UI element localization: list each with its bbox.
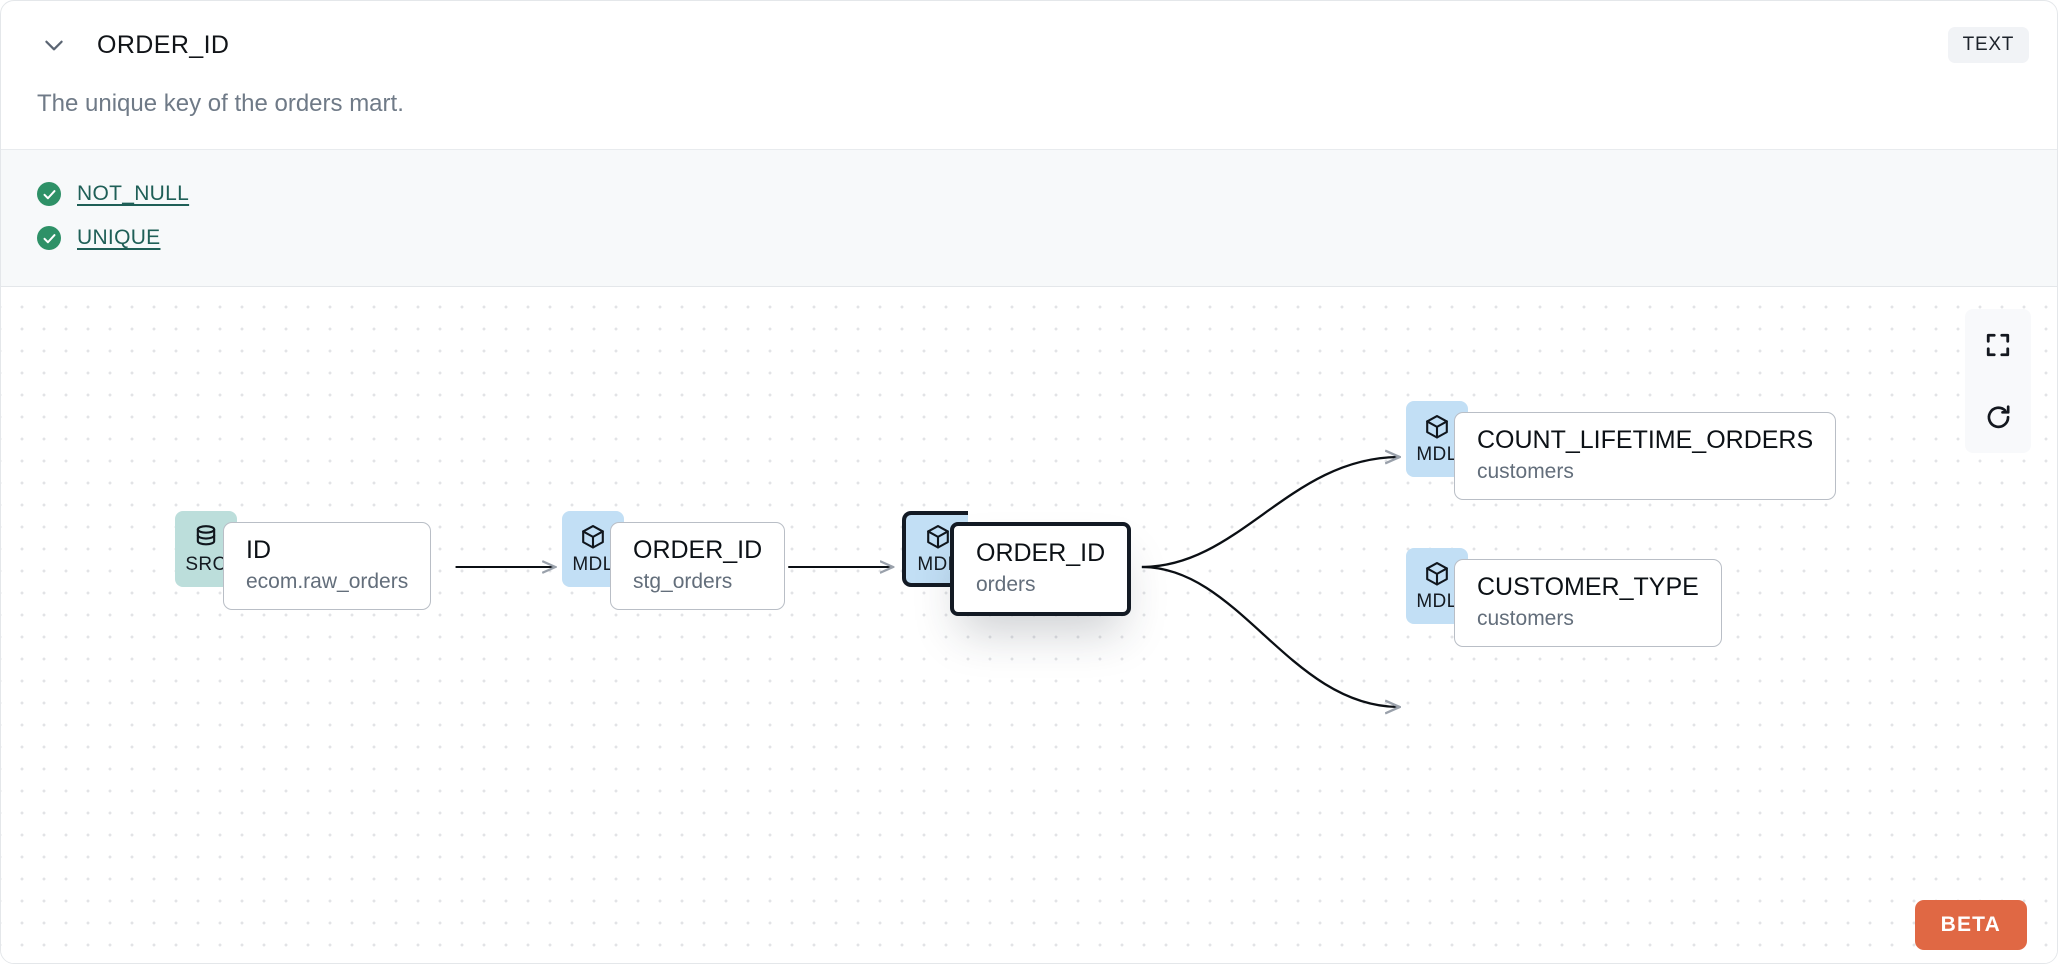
panel-header: ORDER_ID TEXT xyxy=(1,1,2057,89)
lineage-node-count-lifetime-orders[interactable]: MDL COUNT_LIFETIME_ORDERS customers xyxy=(1406,401,1837,500)
test-link-unique[interactable]: UNIQUE xyxy=(77,226,161,249)
lineage-node-src-id[interactable]: SRC ID ecom.raw_orders xyxy=(175,511,432,610)
lineage-node-orders-order-id[interactable]: MDL ORDER_ID orders xyxy=(902,511,1132,616)
node-badge-label: SRC xyxy=(185,554,227,575)
node-card[interactable]: ORDER_ID orders xyxy=(950,522,1132,616)
node-card[interactable]: COUNT_LIFETIME_ORDERS customers xyxy=(1454,412,1837,500)
edge-orders-to-customer-type xyxy=(1141,565,1400,707)
node-model-name: stg_orders xyxy=(633,569,733,593)
fit-screen-icon xyxy=(1985,332,2011,358)
node-column-name: COUNT_LIFETIME_ORDERS xyxy=(1477,426,1814,454)
lineage-node-stg-order-id[interactable]: MDL ORDER_ID stg_orders xyxy=(562,511,786,610)
fit-to-screen-button[interactable] xyxy=(1965,309,2031,381)
canvas-controls xyxy=(1965,309,2031,453)
lineage-graph-canvas[interactable]: SRC ID ecom.raw_orders MDL ORDE xyxy=(1,287,2057,964)
refresh-icon xyxy=(1985,404,2012,431)
node-badge-label: MDL xyxy=(1416,591,1458,612)
node-column-name: CUSTOMER_TYPE xyxy=(1477,573,1699,601)
test-row[interactable]: NOT_NULL xyxy=(37,172,2021,216)
node-badge-label: MDL xyxy=(572,554,614,575)
node-model-name: customers xyxy=(1477,606,1574,630)
check-circle-icon xyxy=(37,226,61,250)
node-model-name: orders xyxy=(976,572,1036,596)
column-type-badge: TEXT xyxy=(1947,27,2029,63)
node-column-name: ID xyxy=(246,536,271,564)
cube-icon xyxy=(1423,560,1451,588)
chevron-down-icon[interactable] xyxy=(37,28,71,62)
tests-section: NOT_NULL UNIQUE xyxy=(1,149,2057,287)
node-column-name: ORDER_ID xyxy=(633,536,763,564)
cube-icon xyxy=(579,523,607,551)
refresh-button[interactable] xyxy=(1965,381,2031,453)
edge-orders-to-count-lifetime-orders xyxy=(1141,457,1400,569)
test-row[interactable]: UNIQUE xyxy=(37,216,2021,260)
beta-badge[interactable]: BETA xyxy=(1914,900,2027,950)
column-description: The unique key of the orders mart. xyxy=(37,90,404,117)
node-badge-label: MDL xyxy=(917,554,959,575)
lineage-node-customer-type[interactable]: MDL CUSTOMER_TYPE customers xyxy=(1406,548,1722,647)
database-icon xyxy=(192,523,220,551)
cube-icon xyxy=(1423,413,1451,441)
node-source-name: ecom.raw_orders xyxy=(246,569,409,593)
check-circle-icon xyxy=(37,182,61,206)
node-card[interactable]: ORDER_ID stg_orders xyxy=(610,522,786,610)
lineage-edges xyxy=(455,287,2057,964)
page-title: ORDER_ID xyxy=(97,30,230,59)
node-card[interactable]: CUSTOMER_TYPE customers xyxy=(1454,559,1722,647)
node-card[interactable]: ID ecom.raw_orders xyxy=(223,522,432,610)
node-badge-label: MDL xyxy=(1416,444,1458,465)
test-link-not-null[interactable]: NOT_NULL xyxy=(77,182,190,205)
cube-icon xyxy=(924,523,952,551)
node-model-name: customers xyxy=(1477,459,1574,483)
node-column-name: ORDER_ID xyxy=(976,539,1106,567)
